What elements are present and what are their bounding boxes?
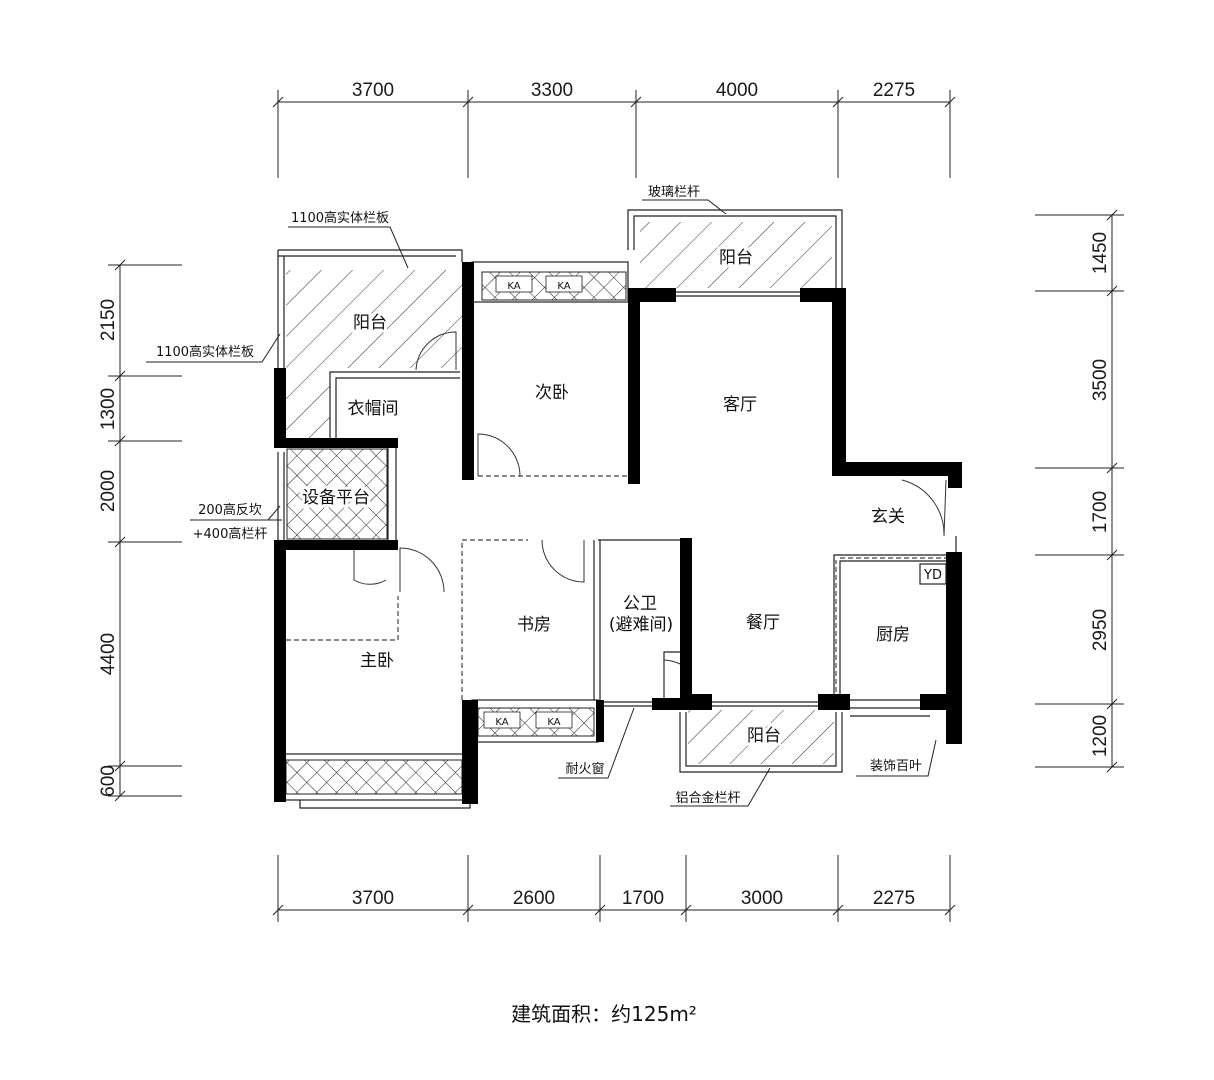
cloakroom-cutout — [330, 368, 462, 440]
note-curb-line2: +400高栏杆 — [193, 526, 268, 542]
note-curb-line1: 200高反坎 — [198, 502, 262, 518]
room-bathroom-line1: 公卫 — [623, 594, 657, 614]
right-dim-1: 1450 — [1090, 232, 1111, 274]
ac-unit-labels: KA KA KA KA — [483, 275, 583, 729]
room-cloakroom: 衣帽间 — [348, 399, 399, 419]
right-dimension-chain: 1450 3500 1700 2950 1200 — [1035, 209, 1124, 773]
annotations: 玻璃栏杆 1100高实体栏板 1100高实体栏板 200高反坎 +400高栏杆 … — [146, 185, 937, 807]
equipment-cross — [286, 448, 388, 540]
note-louver: 装饰百叶 — [870, 759, 922, 774]
bottom-dimension-chain: 3700 2600 1700 3000 2275 — [272, 855, 956, 922]
bottom-dim-5: 2275 — [873, 888, 915, 909]
left-dim-5: 600 — [98, 765, 119, 797]
room-balcony-nw: 阳台 — [353, 313, 387, 333]
note-solid-rail-top: 1100高实体栏板 — [291, 210, 389, 226]
room-master-bedroom: 主卧 — [360, 651, 394, 671]
room-labels: 阳台 衣帽间 次卧 客厅 阳台 设备平台 玄关 书房 公卫 (避难间) 餐厅 厨… — [299, 245, 910, 749]
top-dimension-chain: 3700 3300 4000 2275 — [272, 80, 956, 178]
top-dim-2: 3300 — [531, 80, 573, 101]
room-living-room: 客厅 — [723, 395, 757, 415]
bottom-dim-3: 1700 — [622, 888, 664, 909]
bottom-dim-2: 2600 — [513, 888, 555, 909]
note-fire-window: 耐火窗 — [565, 761, 604, 777]
yd-label: YD — [923, 568, 942, 583]
ac-label-3: KA — [495, 717, 508, 728]
left-dim-3: 2000 — [98, 470, 119, 512]
room-study: 书房 — [517, 615, 551, 635]
ac-label-1: KA — [507, 281, 520, 292]
walls — [274, 262, 962, 804]
room-balcony-s: 阳台 — [747, 726, 781, 746]
left-dim-2: 1300 — [98, 388, 119, 430]
note-solid-rail-left: 1100高实体栏板 — [156, 344, 254, 360]
top-dim-1: 3700 — [352, 80, 394, 101]
room-entrance: 玄关 — [871, 507, 905, 527]
left-dim-4: 4400 — [98, 633, 119, 675]
area-caption: 建筑面积：约125m² — [511, 1002, 697, 1026]
bottom-dim-1: 3700 — [352, 888, 394, 909]
ac-label-2: KA — [557, 281, 570, 292]
room-balcony-ne: 阳台 — [719, 248, 753, 268]
dashed-lines — [286, 475, 946, 700]
right-dim-3: 1700 — [1090, 491, 1111, 533]
note-glass-railing: 玻璃栏杆 — [648, 185, 700, 200]
right-dim-4: 2950 — [1090, 609, 1111, 651]
door-swings — [353, 331, 947, 700]
bottom-dim-4: 3000 — [741, 888, 783, 909]
room-kitchen: 厨房 — [876, 625, 910, 645]
right-dim-5: 1200 — [1090, 715, 1111, 757]
room-equipment-platform: 设备平台 — [302, 488, 370, 508]
bay-window-master — [285, 759, 463, 795]
room-second-bedroom: 次卧 — [535, 383, 569, 403]
balcony-ne-hatch — [640, 222, 832, 288]
yd-box — [919, 563, 947, 585]
note-aluminum-railing: 铝合金栏杆 — [675, 790, 740, 806]
left-dim-1: 2150 — [98, 299, 119, 341]
room-dining-room: 餐厅 — [746, 613, 780, 633]
top-dim-4: 2275 — [873, 80, 915, 101]
room-bathroom-line2: (避难间) — [609, 615, 673, 635]
right-dim-2: 3500 — [1090, 359, 1111, 401]
ac-label-4: KA — [547, 717, 560, 728]
balcony-s-hatch — [688, 710, 834, 764]
top-dim-3: 4000 — [716, 80, 758, 101]
left-dimension-chain: 2150 1300 2000 4400 600 — [98, 259, 182, 802]
